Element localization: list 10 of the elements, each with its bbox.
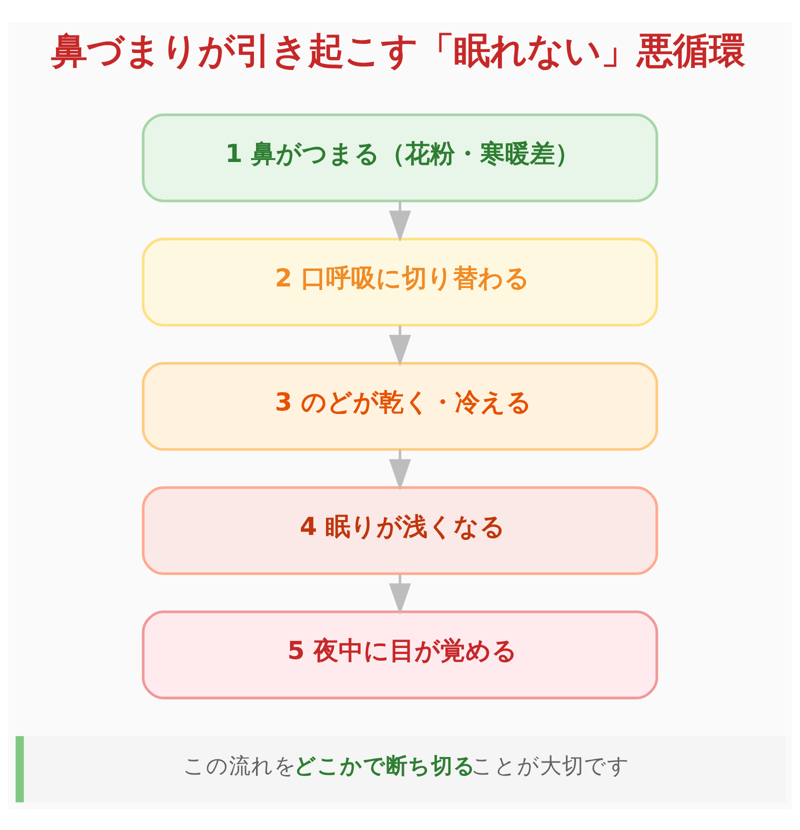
arrow (388, 324, 412, 366)
arrow (388, 573, 412, 614)
node-box: 5 夜中に目が覚める (142, 610, 658, 699)
arrow (388, 449, 412, 490)
node-box: 1 鼻がつまる（花粉・寒暖差） (142, 112, 658, 202)
arrow (388, 200, 412, 242)
node-box: 3 のどが乾く・冷える (142, 361, 658, 450)
node-box: 4 眠りが浅くなる (142, 486, 658, 575)
node-box: 2 口呼吸に切り替わる (142, 237, 658, 326)
diagram-title: 鼻づまりが引き起こす「眠れない」悪循環 (51, 28, 746, 72)
